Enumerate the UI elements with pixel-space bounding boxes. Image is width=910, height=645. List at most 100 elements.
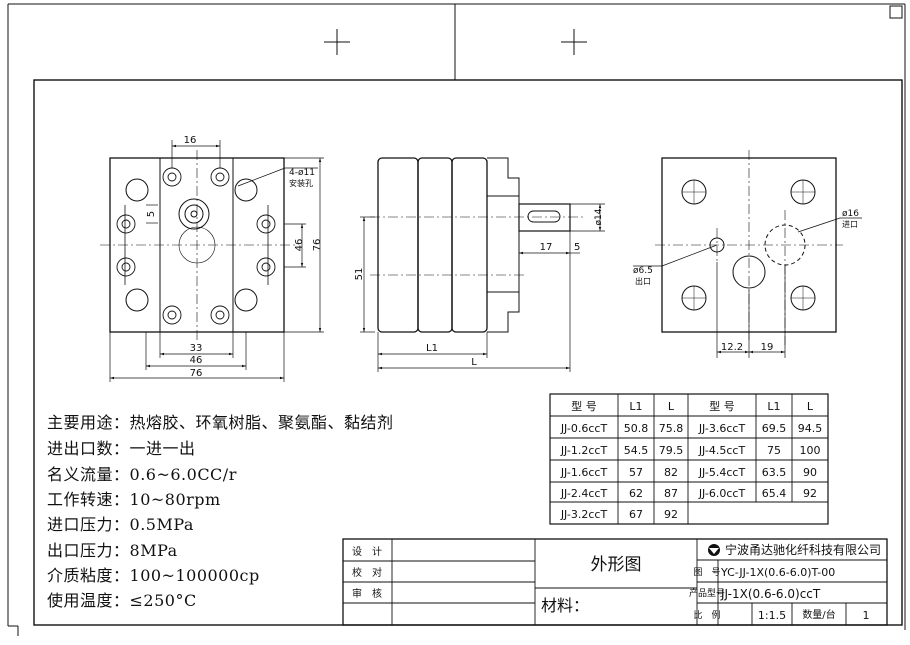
table-cell: 79.5 — [659, 444, 684, 457]
table-cell: 65.4 — [762, 487, 787, 500]
table-cell: 57 — [629, 466, 643, 479]
tb-product-model-label: 产品型号 — [689, 587, 725, 599]
tb-drawing-name: 外形图 — [591, 555, 642, 575]
title-block — [342, 538, 888, 626]
dim-side-L1: L1 — [426, 343, 438, 354]
table-cell: 75.8 — [659, 422, 684, 435]
dim-front-33: 33 — [190, 343, 203, 354]
table-header-cell: 型 号 — [709, 399, 735, 413]
spec-row: 介质粘度：100~100000cp — [47, 562, 260, 586]
dim-side-phi14: ø14 — [594, 208, 604, 225]
table-header-cell: L1 — [767, 400, 780, 413]
table-cell: 62 — [629, 487, 643, 500]
spec-label: 出口压力： — [47, 541, 130, 560]
spec-value: ≤250°C — [129, 591, 197, 610]
table-cell: 82 — [664, 466, 678, 479]
dim-right-outlet: 出口 — [635, 276, 651, 286]
right-view-dimensions: ø16 进口 ø6.5 出口 12.2 19 — [633, 209, 859, 353]
table-cell: JJ-3.2ccT — [560, 508, 608, 521]
table-cell: 63.5 — [762, 466, 787, 479]
tb-scale: 1:1.5 — [758, 609, 786, 622]
spec-label: 进口压力： — [47, 515, 130, 534]
table-cell: JJ-5.4ccT — [698, 466, 746, 479]
dim-front-76-v: 76 — [312, 239, 323, 252]
tb-company: 宁波甬达驰化纤科技有限公司 — [725, 542, 881, 557]
dim-front-76-h: 76 — [190, 368, 203, 379]
tb-drawing-no: YC-JJ-1X(0.6-6.0)T-00 — [720, 566, 835, 579]
dim-front-46-h: 46 — [190, 355, 203, 366]
table-cell: 75 — [767, 444, 781, 457]
table-cell: 92 — [803, 487, 817, 500]
spec-label: 进出口数： — [47, 439, 130, 458]
model-table: 型 号 L1 L 型 号 L1 L JJ-0.6ccT 50.8 75.8 JJ-3.6ccT 69… — [549, 393, 829, 525]
tb-drawing-no-label: 图 号 — [693, 567, 720, 578]
table-cell: 50.8 — [624, 422, 649, 435]
dim-front-5: 5 — [146, 211, 157, 217]
spec-row: 使用温度：≤250°C — [47, 587, 197, 611]
table-cell: 92 — [664, 508, 678, 521]
table-cell: JJ-2.4ccT — [560, 487, 608, 500]
spec-row: 主要用途：热熔胶、环氧树脂、聚氨酯、黏结剂 — [47, 409, 394, 433]
spec-value: 一进一出 — [129, 439, 196, 458]
spec-label: 工作转速： — [47, 490, 130, 509]
table-cell: 90 — [803, 466, 817, 479]
dim-side-5: 5 — [574, 242, 580, 253]
spec-value: 热熔胶、环氧树脂、聚氨酯、黏结剂 — [129, 413, 394, 432]
dim-front-46-v: 46 — [294, 239, 305, 252]
spec-label: 介质粘度： — [47, 566, 130, 585]
tb-scale-label: 比 例 — [693, 609, 720, 621]
spec-label: 主要用途： — [47, 413, 130, 432]
front-view-dimensions: 16 4-ø11 安装孔 5 46 76 33 46 76 — [146, 135, 323, 379]
dim-front-hole-note: 安装孔 — [289, 178, 313, 188]
right-view — [633, 150, 862, 358]
spec-value: 0.5MPa — [129, 515, 194, 534]
table-cell: JJ-6.0ccT — [698, 487, 746, 500]
tb-qty-label: 数量/台 — [802, 608, 835, 621]
dim-side-51: 51 — [354, 268, 365, 281]
dim-right-19: 19 — [761, 342, 774, 353]
front-view — [100, 140, 324, 382]
dim-front-hole: 4-ø11 — [289, 168, 315, 178]
tb-review-label: 审 核 — [352, 587, 382, 600]
table-cell: JJ-3.6ccT — [698, 422, 746, 435]
tb-qty: 1 — [863, 609, 870, 622]
table-cell: JJ-1.6ccT — [560, 466, 608, 479]
table-cell: JJ-4.5ccT — [698, 444, 746, 457]
table-cell: JJ-1.2ccT — [560, 444, 608, 457]
dim-right-12-2: 12.2 — [721, 342, 743, 353]
dim-side-L: L — [471, 357, 477, 368]
spec-value: 10~80rpm — [129, 490, 221, 509]
table-header-cell: 型 号 — [571, 399, 597, 413]
title-block-text: 设 计 校 对 审 核 外形图 材料： 宁波甬达驰化纤科技有限公司 图 号 YC… — [352, 542, 881, 622]
table-header-cell: L1 — [629, 400, 642, 413]
table-header-cell: L — [668, 400, 675, 413]
table-cell: 69.5 — [762, 422, 787, 435]
spec-row: 进出口数：一进一出 — [47, 435, 196, 459]
spec-label: 使用温度： — [47, 591, 130, 610]
table-header-cell: L — [807, 400, 814, 413]
spec-row: 工作转速：10~80rpm — [47, 486, 221, 510]
table-cell: 87 — [664, 487, 678, 500]
table-cell: JJ-0.6ccT — [560, 422, 608, 435]
spec-value: 8MPa — [129, 541, 178, 560]
company-logo-icon — [708, 544, 720, 556]
tb-check-label: 校 对 — [352, 566, 382, 579]
spec-row: 进口压力：0.5MPa — [47, 511, 194, 535]
dim-right-phi16: ø16 — [842, 209, 859, 219]
spec-value: 0.6~6.0CC/r — [129, 465, 237, 484]
dim-right-inlet: 进口 — [842, 220, 858, 229]
table-cell: 54.5 — [624, 444, 649, 457]
spec-row: 出口压力：8MPa — [47, 537, 178, 561]
spec-value: 100~100000cp — [129, 566, 260, 585]
table-cell: 100 — [800, 444, 821, 457]
spec-label: 名义流量： — [47, 465, 130, 484]
tb-design-label: 设 计 — [352, 545, 382, 558]
side-view-dimensions: 51 ø14 17 5 L1 L — [354, 208, 604, 368]
side-view — [360, 157, 605, 372]
dim-right-phi65: ø6.5 — [633, 266, 653, 276]
tb-material-label: 材料： — [541, 596, 589, 615]
dim-side-17: 17 — [540, 242, 553, 253]
table-cell: 94.5 — [798, 422, 823, 435]
table-cell: 67 — [629, 508, 643, 521]
